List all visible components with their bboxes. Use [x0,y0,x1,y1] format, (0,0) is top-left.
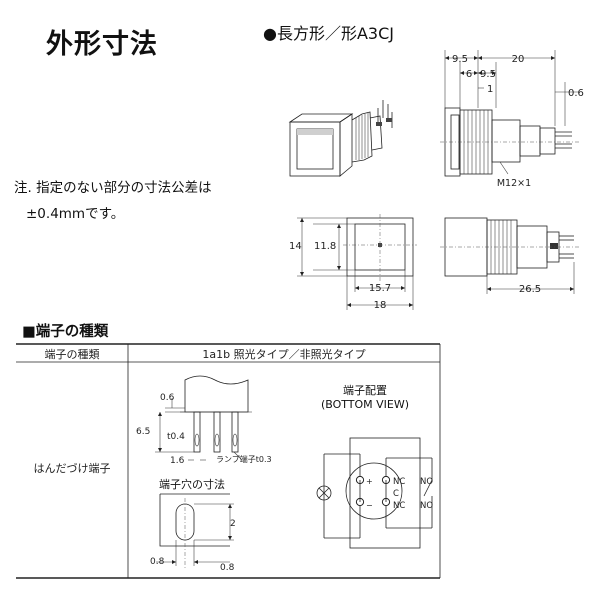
dim-18: 18 [374,300,387,311]
dim-0-6: 0.6 [568,88,584,99]
terminal-nc-2: NC [393,501,405,511]
dim-26-5: 26.5 [519,284,541,295]
terminal-layout-diagram: + − NC NO C NC NO [316,437,433,549]
terminal-c: C [393,489,399,499]
dim-t0-4: t0.4 [167,432,185,442]
table-header-terminal-type: 端子の種類 [45,347,100,361]
terminal-no-2: NO [420,501,433,511]
dim-15-7: 15.7 [369,283,391,294]
terminal-nc-1: NC [393,477,405,487]
terminal-plus: + [366,477,373,486]
front-view-drawing: 14 11.8 15.7 18 [289,214,417,311]
dim-11-8: 11.8 [314,241,336,252]
terminal-layout-title-line1: 端子配置 [343,384,387,397]
terminal-layout-title-line2: (BOTTOM VIEW) [320,398,410,411]
dim-6-5: 6.5 [136,427,150,437]
terminal-minus: − [366,501,373,510]
lamp-terminal-label: ランプ端子t0.3 [216,454,272,464]
dim-14: 14 [289,241,302,252]
terminal-hole-drawing: 2 0.8 0.8 [150,493,236,573]
terminal-section-title: ■端子の種類 [22,324,109,340]
dim-hole-2: 2 [230,519,236,529]
dim-9-5-top: 9.5 [452,54,468,65]
hole-dimensions-title: 端子穴の寸法 [159,478,225,491]
side-view-top-drawing: 9.5 20 6 9.5 1 0.6 M12×1 [440,50,584,189]
dim-1-6: 1.6 [170,456,185,466]
dim-1: 1 [487,84,493,95]
dim-hole-0-8-left: 0.8 [150,557,165,567]
tolerance-note-line1: 注. 指定のない部分の寸法公差は [14,180,212,196]
terminal-no-1: NO [420,477,433,487]
terminal-detail-drawing: 0.6 6.5 t0.4 1.6 ランプ端子t0.3 [136,375,272,466]
dim-20: 20 [512,54,525,65]
product-perspective-view [288,100,393,177]
dim-0-6-terminal: 0.6 [160,393,175,403]
thread-m12: M12×1 [497,178,531,189]
tolerance-note-line2: ±0.4mmです。 [26,206,125,222]
page-title: 外形寸法 [46,29,158,60]
model-subtitle: ●長方形／形A3CJ [263,24,394,43]
dim-9-5-second: 9.5 [480,69,496,80]
dim-hole-0-8-right: 0.8 [220,563,235,573]
dim-6: 6 [466,69,472,80]
side-view-bottom-drawing: 26.5 [440,217,580,295]
terminal-layout-title: 端子配置 (BOTTOM VIEW) [300,384,430,412]
table-header-model: 1a1b 照光タイプ／非照光タイプ [202,347,365,361]
row-label-solder-terminal: はんだづけ端子 [34,462,111,475]
